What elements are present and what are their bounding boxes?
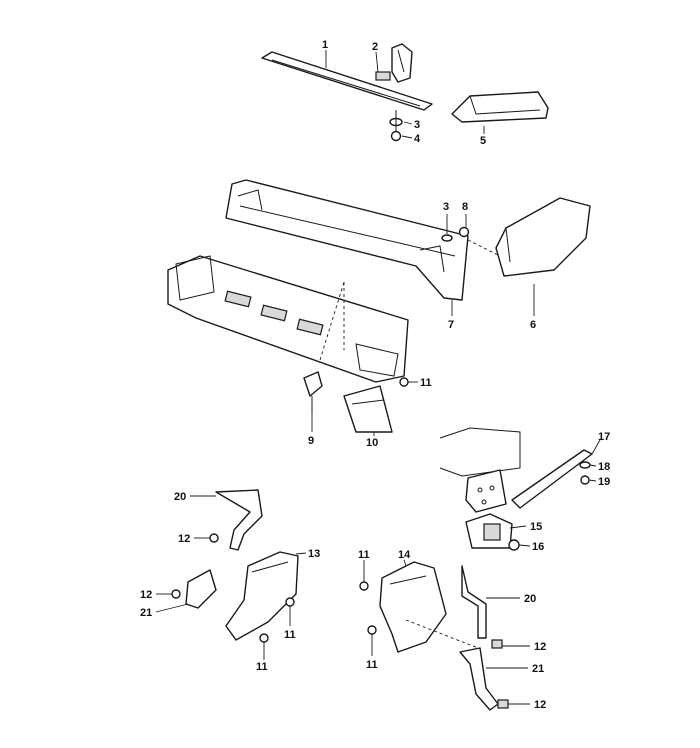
- callout-20-right: 20: [524, 593, 536, 605]
- callout-13: 13: [308, 548, 320, 560]
- part-3-washer-mid: [441, 234, 453, 242]
- part-14-cover-right: [379, 561, 447, 653]
- callout-6: 6: [530, 319, 536, 331]
- part-bracket-block: [465, 469, 507, 513]
- part-11-screw-c: [259, 633, 269, 643]
- part-body-section-right: [439, 427, 521, 477]
- callout-4: 4: [414, 133, 421, 145]
- callout-10: 10: [366, 437, 378, 449]
- part-9-clip: [303, 371, 323, 412]
- callout-12-d: 12: [534, 699, 546, 711]
- part-6-fender-panel: [495, 197, 591, 277]
- callout-11-e: 11: [366, 659, 378, 671]
- part-8-bolt-mid: [458, 226, 470, 238]
- part-13-cover-left: [225, 551, 299, 641]
- part-2-bracket: [375, 43, 413, 83]
- part-5-cover: [451, 91, 549, 123]
- callout-2: 2: [372, 41, 378, 53]
- part-19-bolt-right: [580, 475, 590, 485]
- callout-3-mid: 3: [443, 201, 449, 213]
- part-18-washer-right: [579, 461, 591, 469]
- part-20-bracket-right: [461, 565, 487, 639]
- callout-17: 17: [598, 431, 610, 443]
- callout-3: 3: [414, 119, 420, 131]
- part-4-bolt-top: [390, 110, 402, 142]
- callout-11-d: 11: [358, 549, 370, 561]
- part-reinforcement-beam: [167, 255, 409, 383]
- part-1-guide-rail: [261, 51, 433, 111]
- part-21-bracket-left: [185, 569, 217, 609]
- callout-21-right: 21: [532, 663, 544, 675]
- part-12-screw-a: [209, 533, 219, 543]
- callout-9: 9: [308, 435, 314, 447]
- callout-12-c: 12: [534, 641, 546, 653]
- part-10-deflector: [343, 385, 393, 433]
- callout-16: 16: [532, 541, 544, 553]
- part-21-bracket-right: [459, 647, 499, 711]
- callout-5: 5: [480, 135, 486, 147]
- part-7-bumper-carrier: [225, 179, 469, 301]
- part-12-screw-b: [171, 589, 181, 599]
- part-15-mount: [465, 513, 513, 549]
- callout-11-b: 11: [284, 629, 296, 641]
- callout-7: 7: [448, 319, 454, 331]
- callout-15: 15: [530, 521, 542, 533]
- part-11-screw-d: [359, 581, 369, 591]
- callout-8: 8: [462, 201, 468, 213]
- callout-20-left: 20: [174, 491, 186, 503]
- part-17-brace-strap: [511, 449, 593, 509]
- part-12-screw-d-part: [497, 699, 509, 709]
- callout-12-a: 12: [178, 533, 190, 545]
- callout-14: 14: [398, 549, 411, 561]
- callout-18: 18: [598, 461, 610, 473]
- part-11-screw-b: [285, 597, 295, 607]
- callout-21-left: 21: [140, 607, 152, 619]
- part-20-bracket-left: [215, 489, 263, 551]
- callout-11-c: 11: [256, 661, 268, 673]
- part-11-screw-mid: [399, 377, 409, 387]
- part-11-screw-e: [367, 625, 377, 635]
- part-16-nut: [508, 539, 520, 551]
- callout-11-mid: 11: [420, 377, 432, 389]
- callout-1: 1: [322, 39, 328, 51]
- callout-12-b: 12: [140, 589, 152, 601]
- part-12-screw-c-part: [491, 639, 503, 649]
- callout-19: 19: [598, 476, 610, 488]
